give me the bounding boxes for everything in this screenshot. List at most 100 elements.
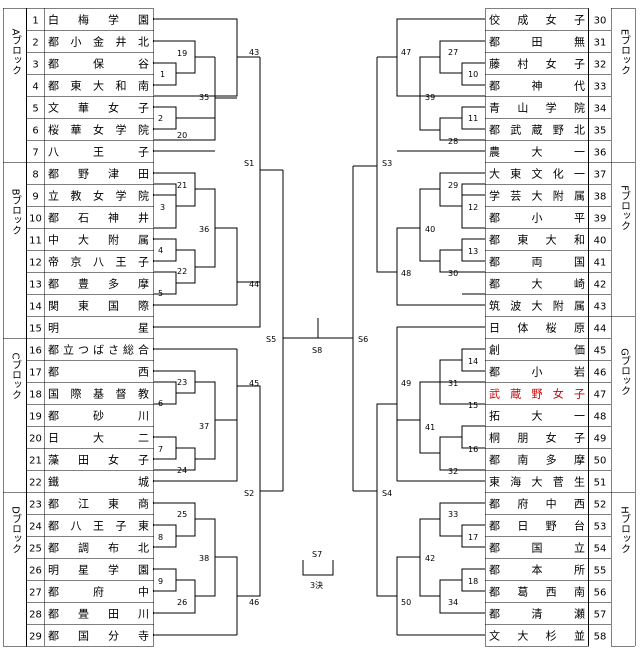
- team-number: 28: [29, 610, 42, 621]
- match-number: 35: [199, 93, 209, 102]
- team-number: 24: [29, 522, 42, 533]
- team-number: 34: [594, 104, 607, 115]
- team-name: 都石神井: [48, 211, 149, 225]
- team-name: 都武蔵野北: [489, 124, 585, 137]
- team-number: 48: [594, 412, 607, 423]
- match-number: 46: [249, 598, 259, 607]
- match-number: 13: [468, 247, 478, 256]
- match-number: 22: [177, 267, 187, 276]
- match-number: 38: [199, 554, 209, 563]
- match-number: S2: [244, 489, 254, 498]
- team-number: 41: [594, 258, 607, 269]
- match-number: 32: [448, 467, 458, 476]
- team-name: 都西: [48, 366, 149, 379]
- team-name: 筑波大附属: [489, 299, 585, 313]
- match-number: 49: [401, 379, 411, 388]
- team-number: 53: [594, 522, 607, 533]
- team-name: 中大附属: [48, 233, 149, 247]
- team-number: 2: [32, 38, 38, 49]
- match-number: S1: [244, 159, 254, 168]
- team-name: 国際基督教: [48, 387, 149, 401]
- team-name: 都東大和: [489, 233, 585, 247]
- team-row: 42 都大崎: [485, 277, 612, 295]
- team-number: 3: [32, 60, 38, 71]
- team-number: 46: [594, 368, 607, 379]
- match-number: 2: [158, 114, 163, 123]
- team-number: 14: [29, 302, 42, 313]
- team-row: 53 都日野台: [485, 519, 612, 537]
- match-number: 28: [448, 137, 458, 146]
- team-name: 佼成女子: [489, 13, 585, 27]
- team-number: 30: [594, 16, 607, 27]
- team-number: 20: [29, 434, 42, 445]
- team-number: 57: [594, 610, 607, 621]
- team-name: 明星学園: [48, 563, 149, 577]
- team-name: 鐵城: [48, 475, 149, 489]
- team-number: 32: [594, 60, 607, 71]
- team-name: 都国分寺: [48, 630, 149, 643]
- team-name: 都八王子東: [48, 520, 149, 533]
- team-name: 都葛西南: [489, 586, 585, 599]
- match-numbers: 1 2 3 4 5 6 7 8 9 10 11 12 13 14 15 16 1…: [158, 48, 478, 607]
- team-row: 29 都国分寺: [29, 630, 149, 643]
- block-label-d: Dブロック: [10, 506, 21, 554]
- team-name: 都日野台: [489, 519, 585, 533]
- match-number: 31: [448, 379, 458, 388]
- team-number: 50: [594, 456, 607, 467]
- match-number: 5: [158, 289, 163, 298]
- match-number: 24: [177, 466, 187, 475]
- team-number: 19: [29, 412, 42, 423]
- team-name: 都南多摩: [489, 453, 585, 467]
- team-name: 都小金井北: [48, 35, 149, 49]
- team-name: 大東文化一: [489, 167, 585, 181]
- team-number: 27: [29, 588, 42, 599]
- team-number: 25: [29, 544, 42, 555]
- match-number: 25: [177, 510, 187, 519]
- team-name: 都大崎: [489, 277, 585, 291]
- team-number: 49: [594, 434, 607, 445]
- team-number: 1: [32, 16, 38, 27]
- team-number: 29: [29, 632, 42, 643]
- block-label-a: Aブロック: [10, 29, 21, 76]
- team-number: 23: [29, 500, 42, 511]
- team-number: 26: [29, 566, 42, 577]
- team-name: 青山学院: [489, 101, 585, 115]
- match-number: 19: [177, 49, 187, 58]
- match-number: 15: [468, 401, 478, 410]
- team-name: 藤村女子: [489, 57, 585, 71]
- match-number: 41: [425, 423, 435, 432]
- team-name: 明星: [48, 322, 149, 335]
- team-name: 都国立: [489, 541, 585, 555]
- team-number: 55: [594, 566, 607, 577]
- match-number: 17: [468, 533, 478, 542]
- team-number: 42: [594, 280, 607, 291]
- team-row: 37 大東文化一: [485, 167, 612, 185]
- team-number: 37: [594, 170, 607, 181]
- team-name: 都本所: [489, 563, 585, 577]
- team-number: 18: [29, 390, 42, 401]
- match-number: 6: [158, 399, 163, 408]
- third-place-label: 3決: [310, 580, 323, 590]
- team-number: 35: [594, 126, 607, 137]
- team-number: 33: [594, 82, 607, 93]
- team-number: 47: [594, 390, 607, 401]
- match-number: 34: [448, 598, 458, 607]
- match-number: 47: [401, 48, 411, 57]
